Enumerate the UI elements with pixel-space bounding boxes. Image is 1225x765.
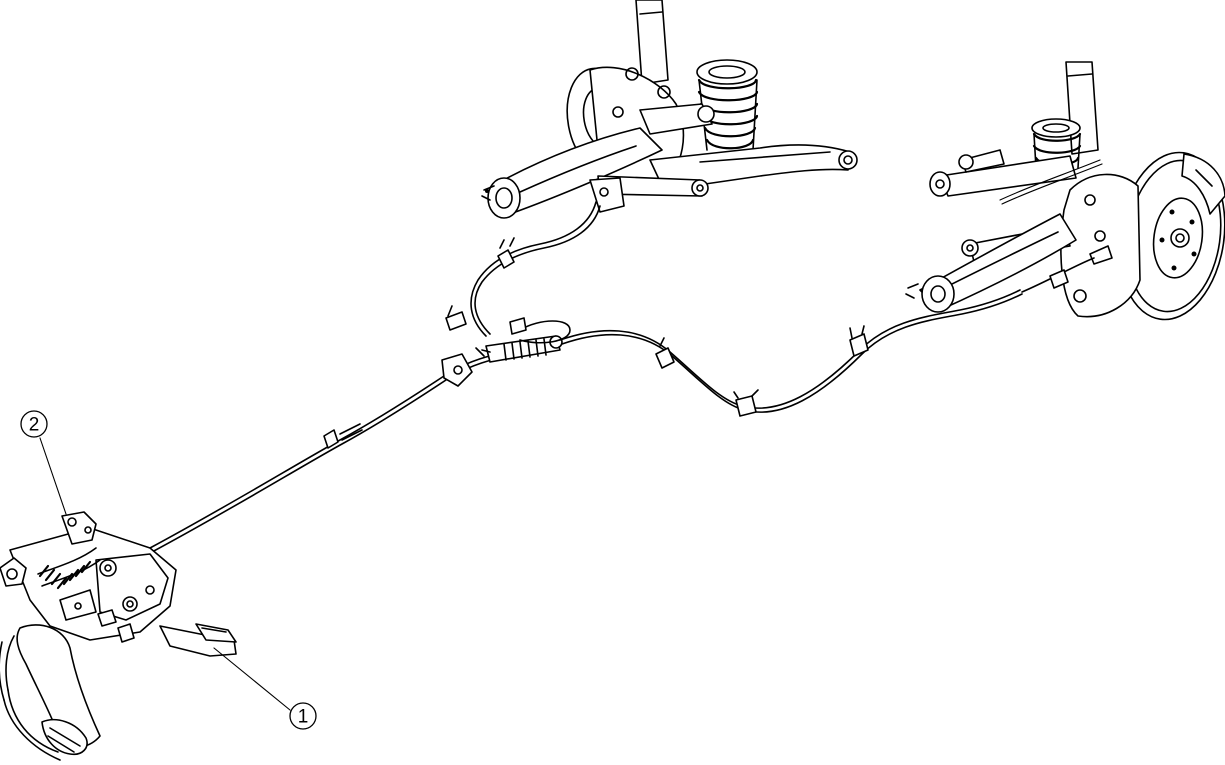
callout-1-label: 1 — [298, 707, 309, 728]
parking-brake-cables — [149, 201, 1095, 553]
right-rear-suspension — [905, 61, 1225, 321]
parking-brake-pedal-assembly — [0, 511, 237, 761]
right-brake-disc — [1118, 151, 1225, 321]
callout-1: 1 — [213, 647, 317, 730]
left-coil-spring — [696, 59, 759, 151]
cable-equalizer — [475, 335, 563, 363]
left-rear-suspension — [481, 0, 858, 219]
pedal-return-spring — [37, 547, 101, 590]
callout-2: 2 — [20, 410, 67, 515]
callout-2-label: 2 — [29, 415, 40, 436]
